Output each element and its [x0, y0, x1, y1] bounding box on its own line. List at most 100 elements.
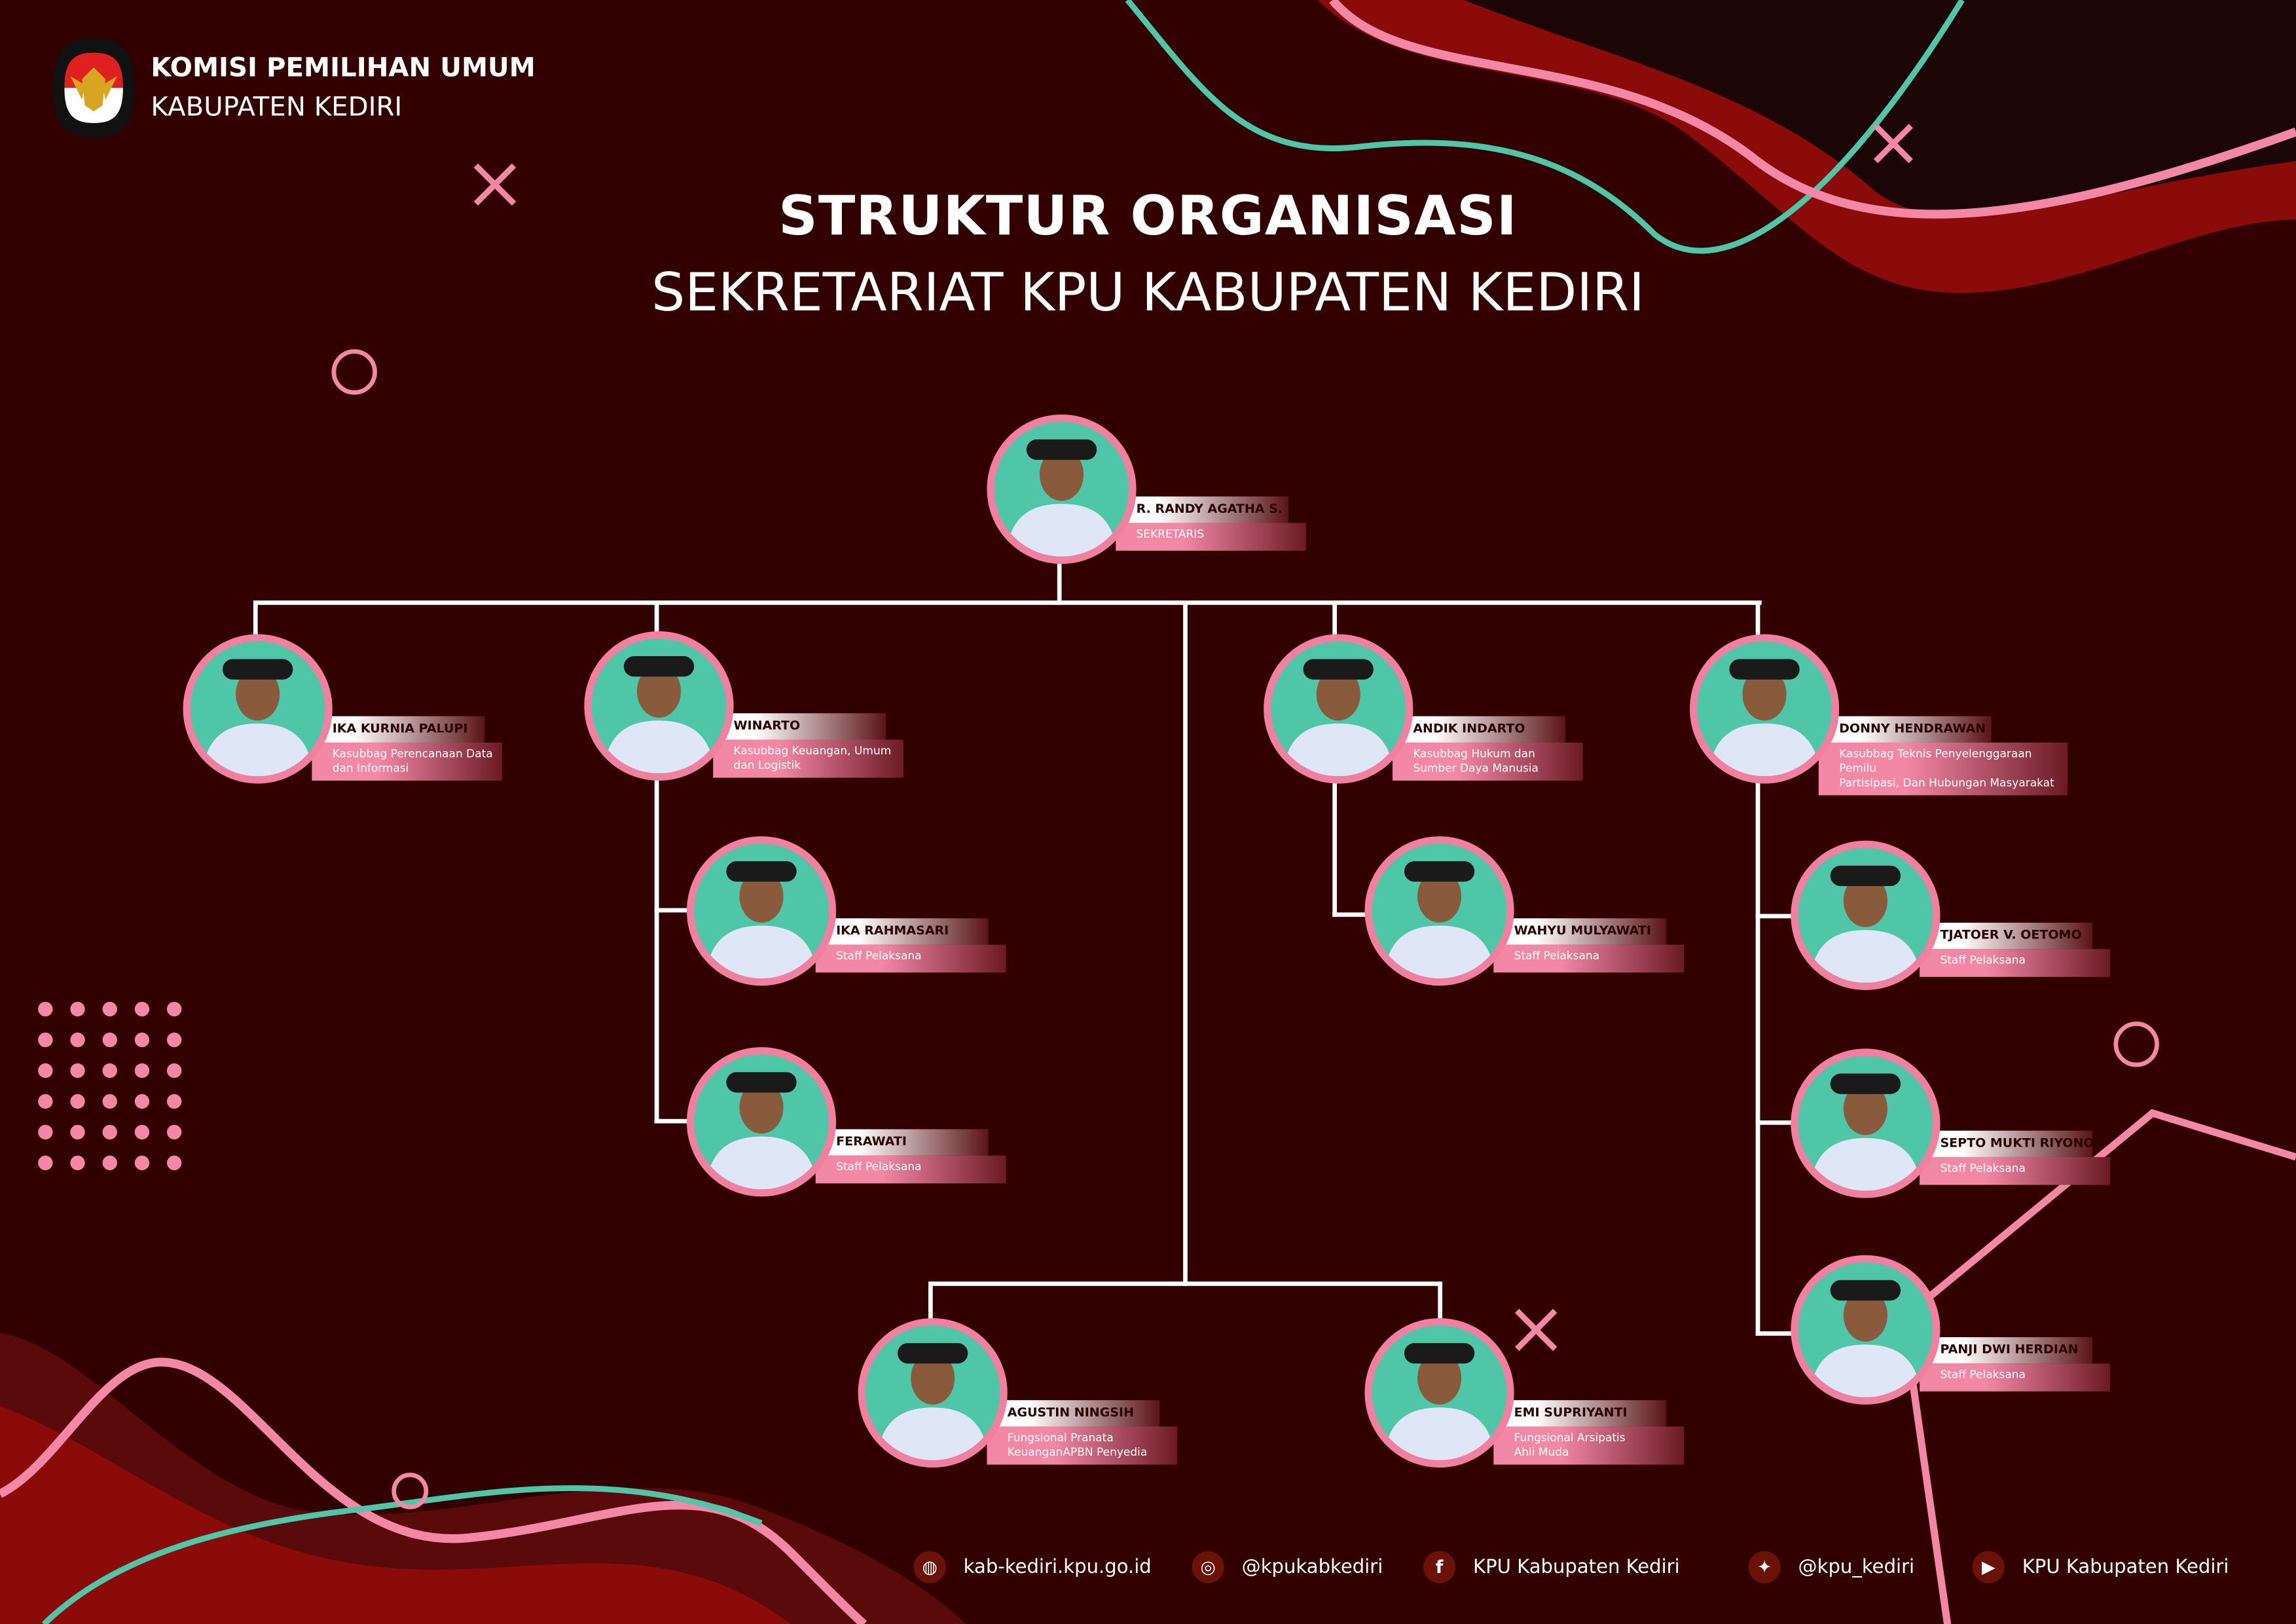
portrait-photo — [183, 634, 333, 784]
top-pink-line — [1329, 0, 2296, 219]
role-label: Staff Pelaksana — [1493, 944, 1685, 973]
portrait-photo — [686, 836, 837, 986]
decorative-dot — [102, 1032, 117, 1048]
decorative-dot — [134, 1063, 150, 1079]
twitter-icon: ✦ — [1748, 1551, 1781, 1583]
connector-line — [654, 908, 691, 913]
person-name: FERAWATI — [836, 1135, 907, 1150]
decorative-dot — [166, 1094, 182, 1109]
cross-icon — [473, 163, 517, 206]
footer-link-youtube[interactable]: ▶ KPU Kabupaten Kediri — [1972, 1549, 2229, 1585]
footer-link-twitter[interactable]: ✦ @kpu_kediri — [1748, 1549, 1915, 1585]
role-label: Staff Pelaksana — [815, 944, 1006, 973]
decorative-dot — [70, 1032, 85, 1048]
connector-line — [928, 1282, 1443, 1286]
connector-line — [1332, 600, 1338, 637]
portrait-photo — [584, 631, 734, 781]
name-label: AGUSTIN NINGSIH — [995, 1400, 1160, 1427]
name-label: PANJI DWI HERDIAN — [1928, 1337, 2093, 1364]
top-teal-line — [1125, 0, 1965, 254]
person-role: Staff Pelaksana — [836, 949, 922, 963]
person-role: Staff Pelaksana — [836, 1160, 922, 1173]
footer-link-label: @kpukabkediri — [1241, 1556, 1383, 1578]
name-label: ANDIK INDARTO — [1401, 716, 1565, 743]
decorative-dot — [166, 1001, 182, 1017]
footer-link-label: @kpu_kediri — [1798, 1556, 1915, 1578]
footer-link-label: KPU Kabupaten Kediri — [1473, 1556, 1680, 1578]
connector-line — [1183, 600, 1188, 1286]
connector-line — [1332, 773, 1338, 917]
youtube-icon: ▶ — [1972, 1551, 2005, 1583]
person-name: EMI SUPRIYANTI — [1514, 1406, 1628, 1421]
person-role: Fungsional Pranata KeuanganAPBN Penyedia — [1007, 1431, 1148, 1459]
person-name: PANJI DWI HERDIAN — [1940, 1342, 2079, 1358]
portrait-photo — [686, 1047, 837, 1197]
name-label: R. RANDY AGATHA S. — [1124, 496, 1289, 523]
person-role: Kasubbag Keuangan, Umum dan Logistik — [733, 744, 892, 772]
decorative-dot — [38, 1094, 53, 1109]
connector-line — [654, 1118, 691, 1124]
person-name: R. RANDY AGATHA S. — [1136, 502, 1283, 517]
decorative-dot — [166, 1032, 182, 1048]
decorative-dot — [102, 1001, 117, 1017]
decorative-dot — [102, 1094, 117, 1109]
decorative-dot — [38, 1032, 53, 1048]
cross-icon — [1514, 1308, 1558, 1352]
name-label: TJATOER V. OETOMO — [1928, 923, 2093, 950]
name-label: SEPTO MUKTI RIYONO — [1928, 1130, 2094, 1157]
decorative-dot — [134, 1155, 150, 1171]
bottom-teal-line — [41, 1485, 763, 1624]
person-name: IKA KURNIA PALUPI — [332, 722, 468, 737]
decorative-dot — [102, 1063, 117, 1079]
ring-icon — [392, 1472, 429, 1509]
person-name: WAHYU MULYAWATI — [1514, 924, 1651, 939]
instagram-icon: ◎ — [1192, 1551, 1224, 1583]
connector-line — [1755, 773, 1760, 1336]
role-label: Fungsional Pranata KeuanganAPBN Penyedia — [987, 1426, 1178, 1465]
portrait-photo — [1690, 634, 1840, 784]
dot-grid-decoration — [38, 1001, 183, 1171]
page-title: STRUKTUR ORGANISASI — [778, 184, 1518, 248]
connector-line — [928, 1282, 933, 1323]
role-label: Staff Pelaksana — [1920, 1363, 2110, 1392]
decorative-dot — [134, 1032, 150, 1048]
portrait-photo — [1364, 836, 1514, 986]
connector-line — [1755, 600, 1760, 637]
top-right-dark-wave — [1464, 0, 2296, 216]
decorative-dot — [70, 1063, 85, 1079]
kpu-logo — [52, 38, 135, 138]
portrait-photo — [987, 414, 1137, 564]
role-label: Staff Pelaksana — [1920, 949, 2110, 977]
person-role: SEKRETARIS — [1136, 527, 1205, 541]
cross-icon — [1873, 124, 1913, 164]
decorative-dot — [166, 1155, 182, 1171]
connector-line — [253, 600, 258, 637]
decorative-dot — [70, 1124, 85, 1140]
portrait-photo — [858, 1318, 1008, 1468]
globe-icon: ◍ — [913, 1551, 946, 1583]
ring-icon — [2113, 1022, 2159, 1067]
role-label: Staff Pelaksana — [815, 1155, 1006, 1184]
connector-line — [1755, 1120, 1793, 1125]
decorative-dot — [102, 1124, 117, 1140]
decorative-dot — [166, 1124, 182, 1140]
decorative-dot — [70, 1155, 85, 1171]
footer-link-instagram[interactable]: ◎ @kpukabkediri — [1192, 1549, 1383, 1585]
connector-line — [1332, 912, 1370, 917]
role-label: Staff Pelaksana — [1920, 1156, 2110, 1185]
decorative-dot — [166, 1063, 182, 1079]
footer-link-label: KPU Kabupaten Kediri — [2022, 1556, 2229, 1578]
person-role: Staff Pelaksana — [1940, 1161, 2026, 1175]
bottom-pink-line — [0, 1357, 867, 1624]
person-role: Kasubbag Hukum dan Sumber Daya Manusia — [1413, 747, 1539, 775]
footer-link-globe[interactable]: ◍kab-kediri.kpu.go.id — [913, 1549, 1152, 1585]
decorative-dot — [102, 1155, 117, 1171]
org-name: KOMISI PEMILIHAN UMUM — [151, 52, 536, 84]
page-subtitle: SEKRETARIAT KPU KABUPATEN KEDIRI — [651, 263, 1645, 324]
decorative-dot — [38, 1001, 53, 1017]
name-label: IKA KURNIA PALUPI — [320, 716, 485, 743]
person-role: Fungsional Arsipatis Ahli Muda — [1514, 1431, 1626, 1459]
name-label: WAHYU MULYAWATI — [1502, 918, 1667, 945]
